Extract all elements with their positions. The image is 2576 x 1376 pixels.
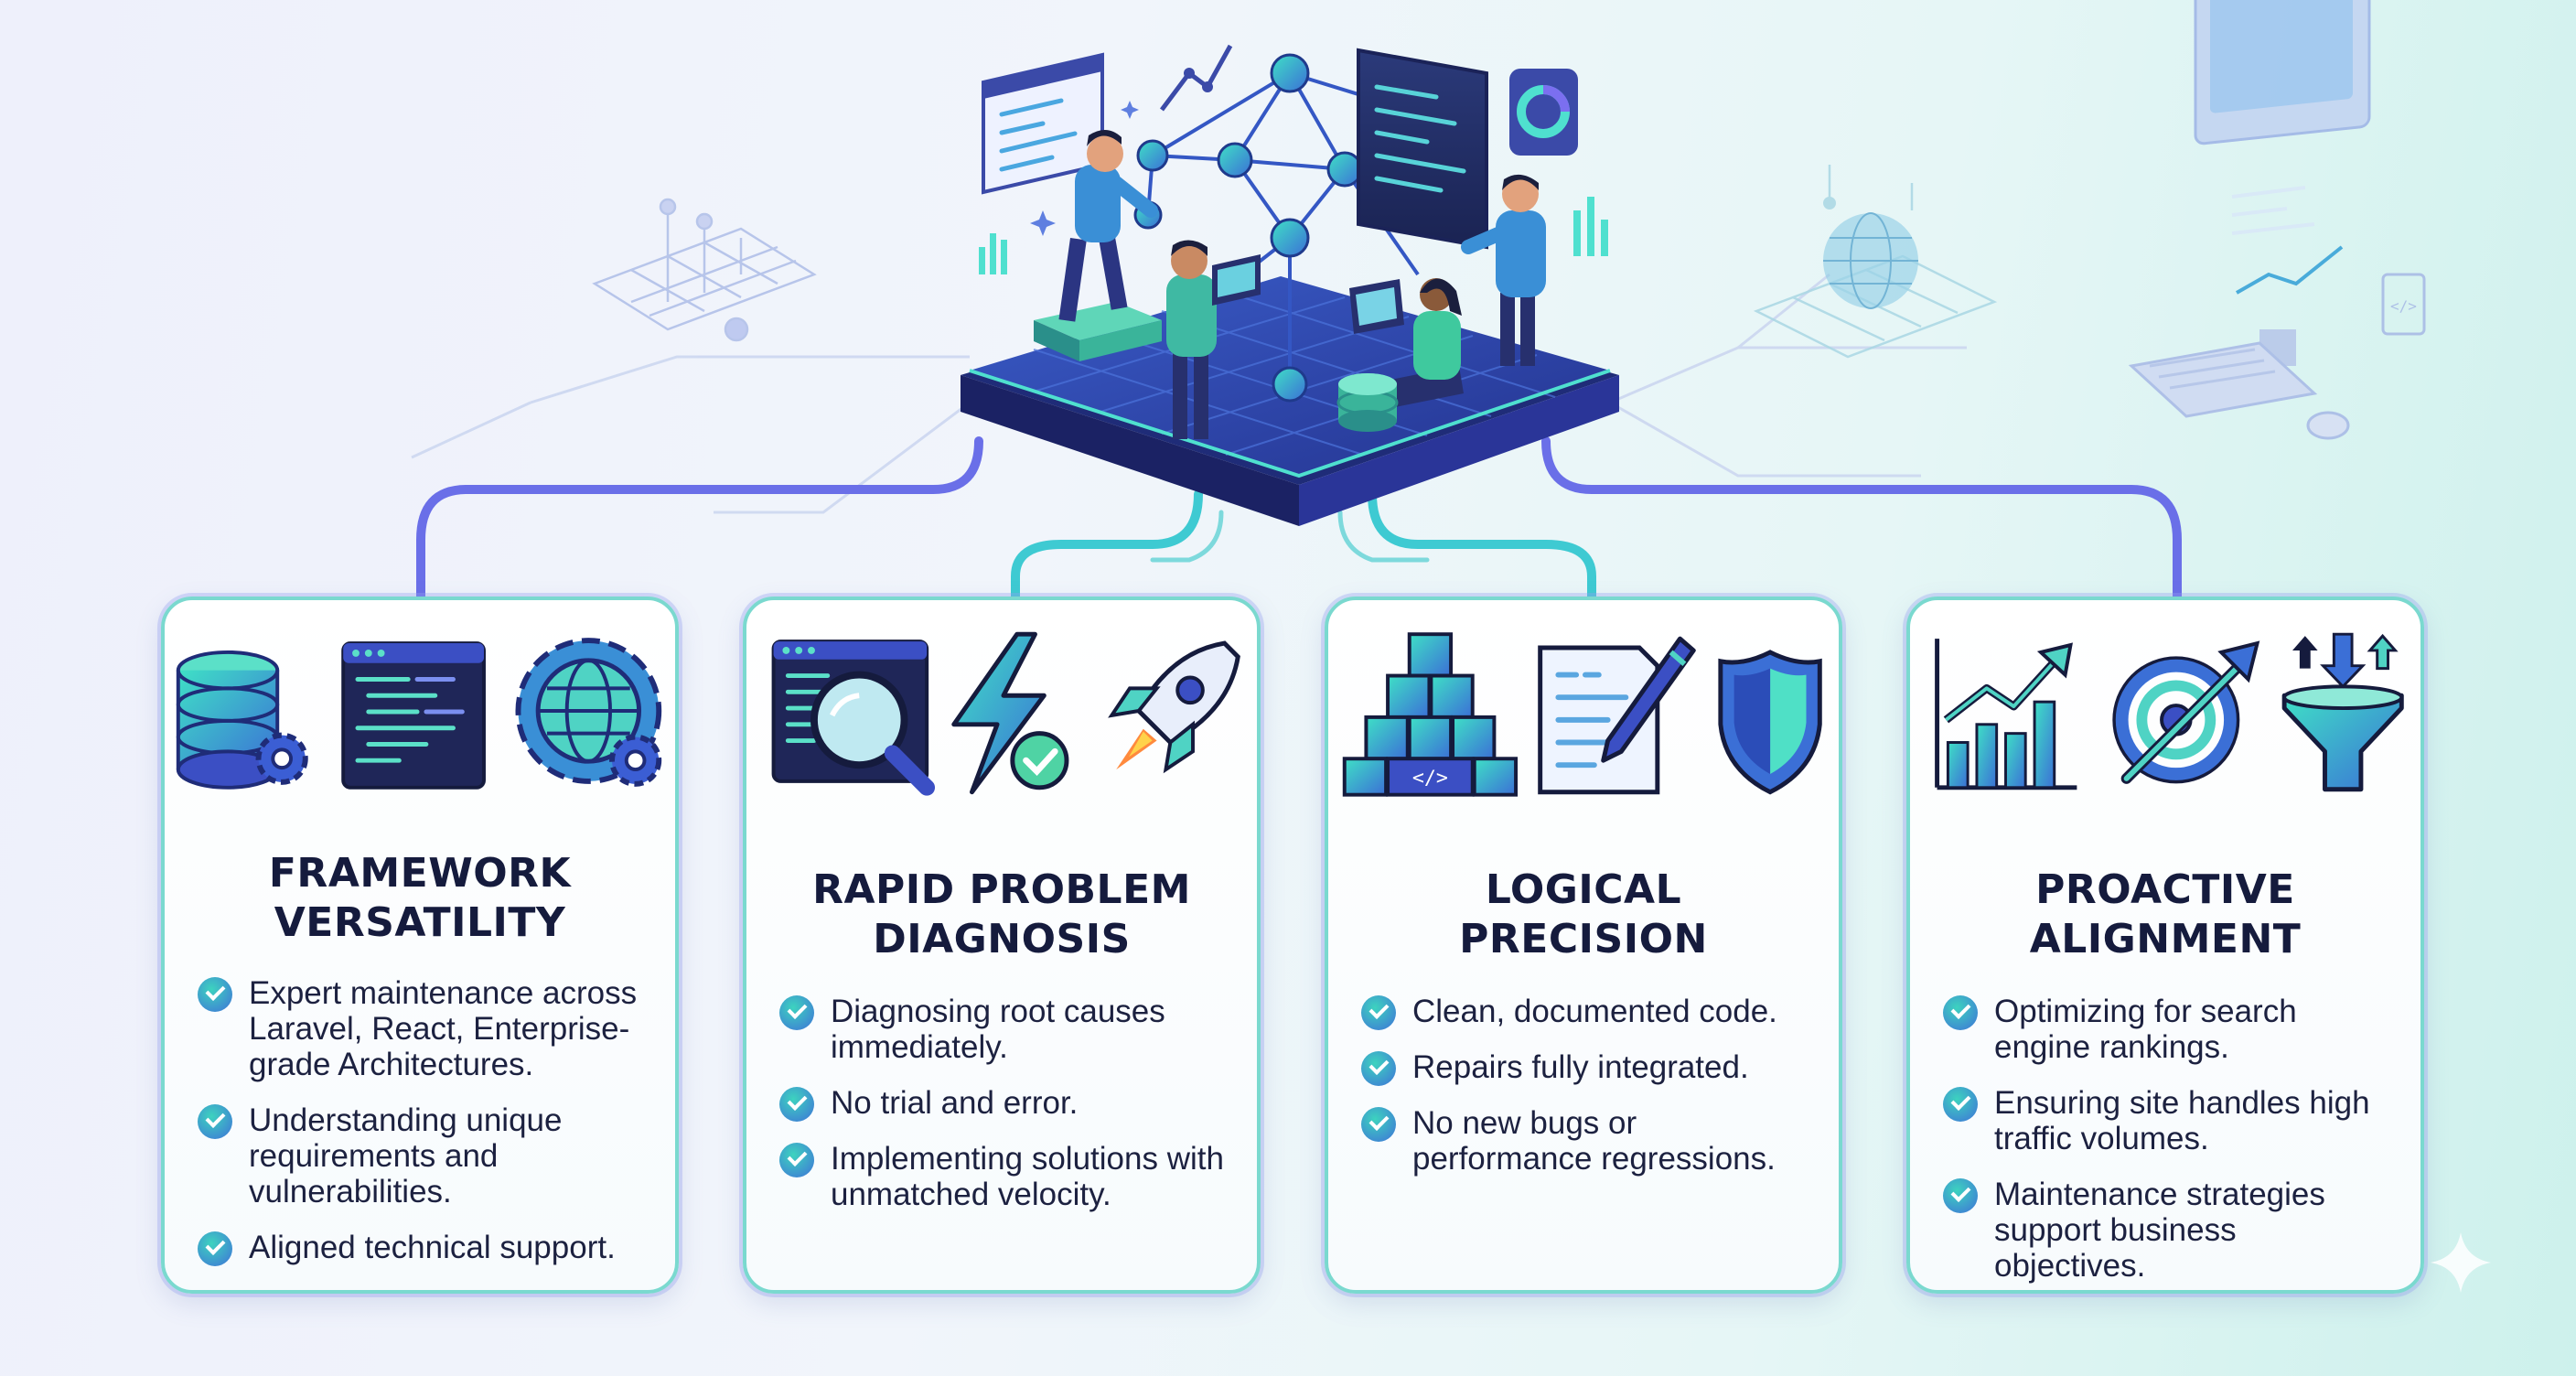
sparkle-accents: [1030, 101, 1139, 236]
bullet-text: Repairs fully integrated.: [1412, 1049, 1749, 1085]
person-seated-laptop: [1336, 278, 1464, 432]
list-item: No trial and error.: [779, 1085, 1231, 1122]
bullet-text: No trial and error.: [831, 1085, 1079, 1121]
bullet-text: Maintenance strategies support business …: [1994, 1177, 2325, 1284]
card-title: PROACTIVE ALIGNMENT: [1910, 865, 2420, 964]
shield-icon: [1718, 650, 1822, 795]
svg-text:</>: </>: [1412, 767, 1448, 790]
person-left-standing: [1034, 129, 1162, 361]
check-icon: [198, 977, 232, 1012]
bullet-text: Expert maintenance across Laravel, React…: [249, 975, 638, 1082]
card-title-line: RAPID PROBLEM: [812, 866, 1191, 913]
growth-chart-icon: [1935, 639, 2077, 790]
list-item: Aligned technical support.: [198, 1230, 649, 1266]
lightning-check-icon: [951, 631, 1069, 795]
list-item: Maintenance strategies support business …: [1943, 1177, 2395, 1284]
list-item: Ensuring site handles high traffic volum…: [1943, 1085, 2395, 1156]
list-item: Clean, documented code.: [1361, 994, 1813, 1030]
list-item: Repairs fully integrated.: [1361, 1049, 1813, 1086]
card-proactive-alignment: PROACTIVE ALIGNMENT Optimizing for searc…: [1906, 597, 2424, 1294]
check-icon: [779, 995, 814, 1030]
card-4-icons: [1935, 632, 2404, 792]
check-icon: [779, 1087, 814, 1122]
bullet-list: Optimizing for search engine rankings. E…: [1943, 994, 2395, 1304]
bullet-text: Implementing solutions with unmatched ve…: [831, 1141, 1224, 1212]
card-framework-versatility: FRAMEWORK VERSATILITY Expert maintenance…: [161, 597, 679, 1294]
desktop-computer-illustration: </>: [2128, 0, 2426, 440]
check-icon: [1361, 995, 1396, 1030]
person-right-standing: [1461, 174, 1546, 366]
left-wireframe-grid: [592, 198, 817, 342]
list-item: Expert maintenance across Laravel, React…: [198, 975, 649, 1082]
person-center-tablet: [1166, 240, 1261, 439]
bullet-text: No new bugs or performance regressions.: [1412, 1105, 1776, 1177]
code-magnifier-icon: [771, 640, 936, 796]
card-rapid-problem-diagnosis: RAPID PROBLEM DIAGNOSIS Diagnosing root …: [743, 597, 1261, 1294]
bullet-list: Diagnosing root causes immediately. No t…: [779, 994, 1231, 1232]
card-title-line: VERSATILITY: [274, 899, 566, 946]
check-icon: [1361, 1107, 1396, 1142]
target-arrow-icon: [2112, 640, 2260, 784]
right-globe-grid: [1753, 165, 1998, 359]
card-title-line: PROACTIVE: [2035, 866, 2295, 913]
card-title-line: PRECISION: [1459, 916, 1708, 962]
bullet-list: Clean, documented code. Repairs fully in…: [1361, 994, 1813, 1197]
background-circuit-lines: [411, 273, 1967, 514]
list-item: Understanding unique requirements and vu…: [198, 1102, 649, 1209]
list-item: Diagnosing root causes immediately.: [779, 994, 1231, 1065]
bullet-text: Optimizing for search engine rankings.: [1994, 994, 2297, 1065]
card-title-line: DIAGNOSIS: [873, 916, 1131, 962]
code-cubes-icon: </>: [1342, 632, 1519, 797]
bullet-text: Understanding unique requirements and vu…: [249, 1102, 563, 1209]
card-title-line: FRAMEWORK: [268, 850, 572, 897]
check-icon: [779, 1143, 814, 1177]
floating-code-panel-left: [982, 44, 1233, 195]
list-item: No new bugs or performance regressions.: [1361, 1105, 1813, 1177]
check-icon: [1943, 1087, 1978, 1122]
card-connectors: [416, 436, 2182, 601]
card-title-line: LOGICAL: [1485, 866, 1682, 913]
card-3-icons: </>: [1342, 632, 1822, 797]
check-icon: [198, 1231, 232, 1266]
floating-code-panel-right: [979, 48, 1608, 274]
svg-text:</>: </>: [2390, 297, 2417, 315]
document-pen-icon: [1538, 636, 1696, 795]
bullet-text: Aligned technical support.: [249, 1230, 616, 1265]
bullet-list: Expert maintenance across Laravel, React…: [198, 975, 649, 1285]
sparkle-icon: [2431, 1232, 2491, 1293]
list-item: Implementing solutions with unmatched ve…: [779, 1141, 1231, 1212]
code-window-icon: [341, 641, 486, 790]
card-title: FRAMEWORK VERSATILITY: [165, 849, 675, 948]
bullet-text: Clean, documented code.: [1412, 994, 1777, 1029]
funnel-icon: [2281, 632, 2404, 792]
card-title: LOGICAL PRECISION: [1328, 865, 1839, 964]
bullet-text: Ensuring site handles high traffic volum…: [1994, 1085, 2370, 1156]
rocket-icon: [1108, 640, 1240, 774]
card-logical-precision: </> LOGICAL PRECISION Clean, documented …: [1325, 597, 1842, 1294]
card-title-line: ALIGNMENT: [2029, 916, 2302, 962]
check-icon: [1361, 1051, 1396, 1086]
check-icon: [1943, 1178, 1978, 1213]
card-1-icons: [176, 638, 662, 790]
card-title: RAPID PROBLEM DIAGNOSIS: [746, 865, 1257, 964]
check-icon: [1943, 995, 1978, 1030]
card-2-icons: [771, 631, 1240, 796]
database-stack: [1336, 373, 1399, 432]
bullet-text: Diagnosing root causes immediately.: [831, 994, 1165, 1065]
check-icon: [198, 1104, 232, 1139]
globe-gear-icon: [515, 638, 662, 787]
list-item: Optimizing for search engine rankings.: [1943, 994, 2395, 1065]
database-gear-icon: [176, 650, 308, 790]
